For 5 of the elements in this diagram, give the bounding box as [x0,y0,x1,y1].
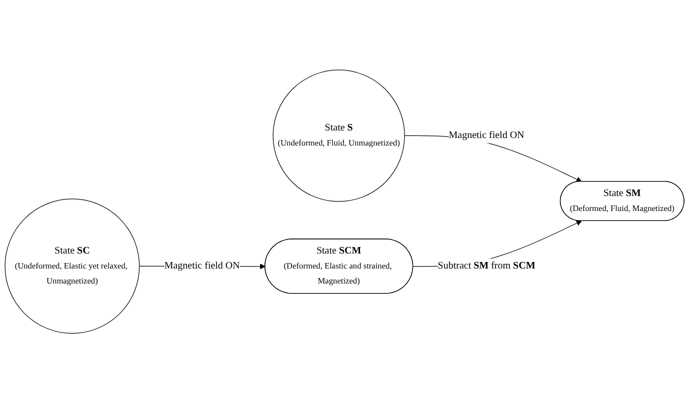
node-circle: State SC (Undeformed, Elastic yet relaxed, Unmagnetized) [4,199,140,334]
edge-label: Magnetic field ON [164,260,240,272]
edge-label: Magnetic field ON [448,130,524,142]
node-circle: State S (Undeformed, Fluid, Unmagnetized) [272,70,405,202]
edge-label: Subtract SM from SCM [438,260,536,272]
